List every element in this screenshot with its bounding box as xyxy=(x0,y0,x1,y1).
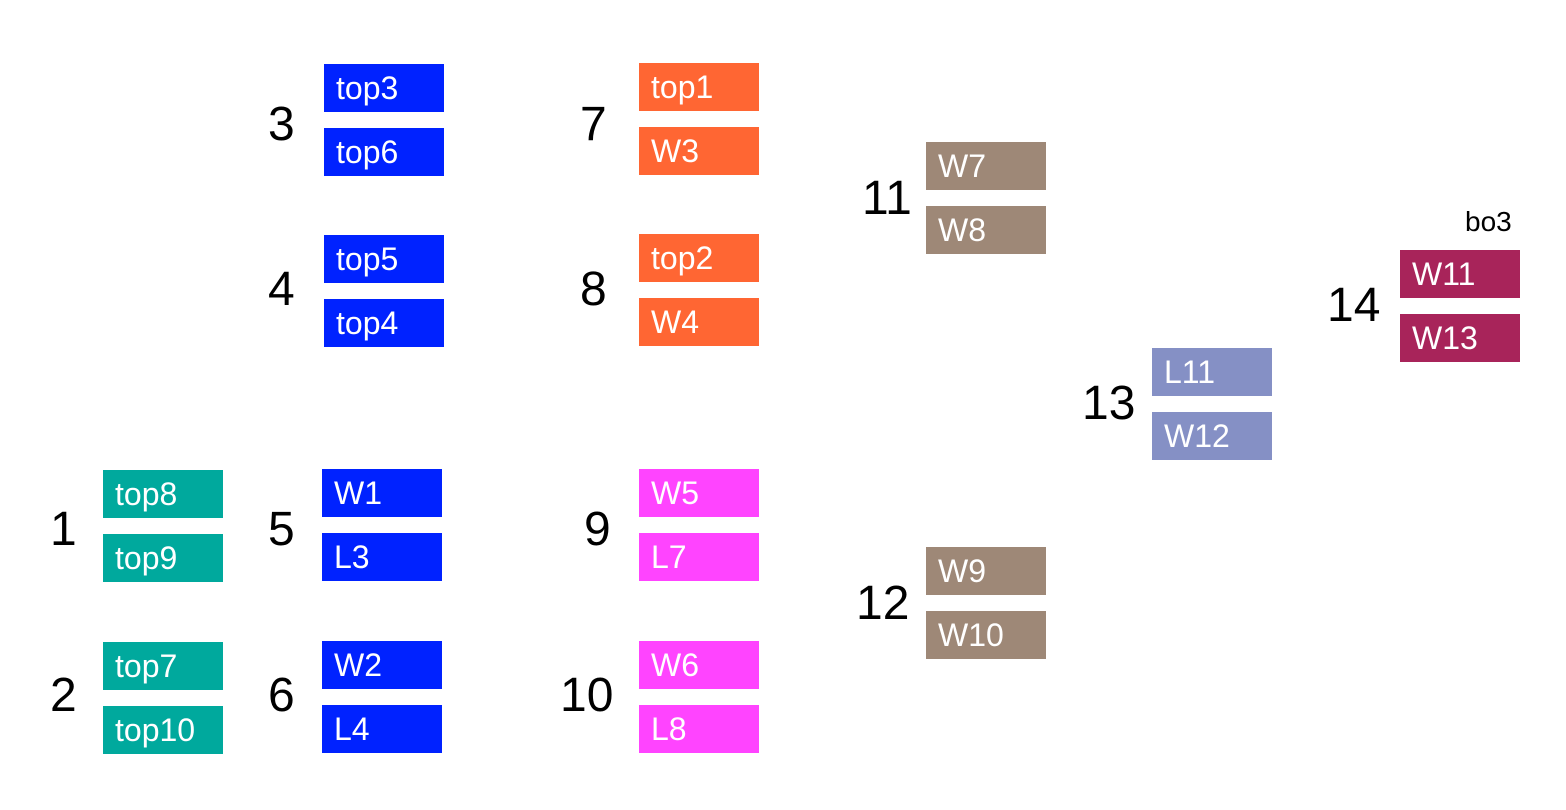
match-14-slot-2: W13 xyxy=(1400,314,1520,362)
match-number: 11 xyxy=(862,172,912,225)
match-4-slot-2: top4 xyxy=(324,299,444,347)
match-9-slot-2: L7 xyxy=(639,533,759,581)
match-7-slot-2: W3 xyxy=(639,127,759,175)
match-10-slot-2: L8 xyxy=(639,705,759,753)
match-6-slot-1: W2 xyxy=(322,641,442,689)
match-number: 7 xyxy=(580,98,607,151)
match-number: 14 xyxy=(1327,279,1381,332)
match-13-slot-1: L11 xyxy=(1152,348,1272,396)
match-1-slot-1: top8 xyxy=(103,470,223,518)
match-14-slot-1: W11 xyxy=(1400,250,1520,298)
match-number: 6 xyxy=(268,669,295,722)
match-number: 5 xyxy=(268,503,295,556)
match-5-slot-1: W1 xyxy=(322,469,442,517)
match-number: 12 xyxy=(856,577,910,630)
match-number: 8 xyxy=(580,263,607,316)
match-11-slot-1: W7 xyxy=(926,142,1046,190)
match-5-slot-2: L3 xyxy=(322,533,442,581)
match-number: 4 xyxy=(268,263,295,316)
match-2-slot-1: top7 xyxy=(103,642,223,690)
match-2-slot-2: top10 xyxy=(103,706,223,754)
best-of-three-note: bo3 xyxy=(1465,206,1512,237)
match-number: 9 xyxy=(584,503,611,556)
match-1-slot-2: top9 xyxy=(103,534,223,582)
match-8-slot-1: top2 xyxy=(639,234,759,282)
match-13-slot-2: W12 xyxy=(1152,412,1272,460)
match-7-slot-1: top1 xyxy=(639,63,759,111)
match-number: 1 xyxy=(50,503,77,556)
match-3-slot-2: top6 xyxy=(324,128,444,176)
match-9-slot-1: W5 xyxy=(639,469,759,517)
match-6-slot-2: L4 xyxy=(322,705,442,753)
match-11-slot-2: W8 xyxy=(926,206,1046,254)
match-number: 3 xyxy=(268,98,295,151)
match-number: 10 xyxy=(560,669,614,722)
match-12-slot-1: W9 xyxy=(926,547,1046,595)
match-8-slot-2: W4 xyxy=(639,298,759,346)
match-3-slot-1: top3 xyxy=(324,64,444,112)
match-number: 2 xyxy=(50,669,77,722)
match-4-slot-1: top5 xyxy=(324,235,444,283)
match-10-slot-1: W6 xyxy=(639,641,759,689)
match-number: 13 xyxy=(1082,377,1136,430)
match-12-slot-2: W10 xyxy=(926,611,1046,659)
